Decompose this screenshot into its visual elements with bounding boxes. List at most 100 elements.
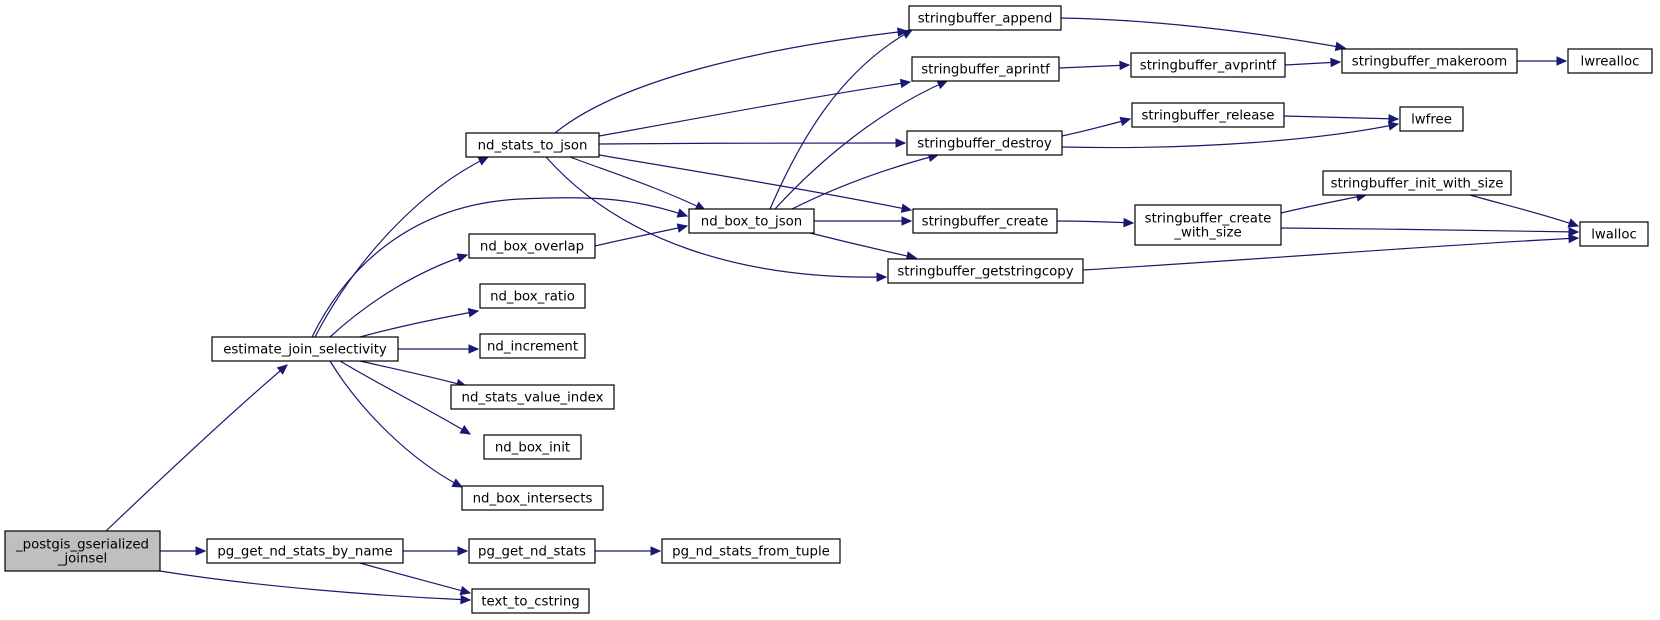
- node-label: nd_box_to_json: [701, 215, 802, 230]
- edge-stringbuffer_makeroom-to-lwrealloc: [1517, 56, 1568, 66]
- node-stringbuffer_release[interactable]: stringbuffer_release: [1131, 102, 1285, 128]
- node-stringbuffer_create[interactable]: stringbuffer_create: [912, 208, 1058, 234]
- node-lwrealloc[interactable]: lwrealloc: [1567, 48, 1653, 74]
- node-box: [887, 258, 1084, 284]
- edge-nd_stats_to_json-to-nd_box_to_json: [569, 156, 707, 211]
- arrowhead: [459, 425, 472, 435]
- node-box: [483, 434, 582, 460]
- edge-stringbuffer_destroy-to-lwfree: [1061, 121, 1400, 149]
- node-box: [1341, 48, 1518, 74]
- edge-stringbuffer_avprintf-to-stringbuffer_makeroom: [1284, 57, 1342, 68]
- edge-nd_stats_to_json-to-stringbuffer_create: [598, 154, 913, 213]
- node-box: [465, 132, 600, 158]
- node-label: stringbuffer_append: [918, 12, 1053, 27]
- node-pg_get_nd_stats[interactable]: pg_get_nd_stats: [468, 538, 596, 564]
- node-stringbuffer_getstringcopy[interactable]: stringbuffer_getstringcopy: [887, 258, 1084, 284]
- edge-nd_box_to_json-to-stringbuffer_getstringcopy: [809, 232, 918, 261]
- edge-pg_get_nd_stats-to-pg_nd_stats_from_tuple: [595, 546, 662, 556]
- arrowhead: [900, 203, 913, 213]
- node-box: [1131, 102, 1285, 128]
- arrowhead: [936, 80, 949, 90]
- node-nd_box_ratio[interactable]: nd_box_ratio: [479, 283, 586, 309]
- node-box: [471, 588, 590, 614]
- node-box: [661, 538, 841, 564]
- arrowhead: [676, 208, 689, 218]
- node-label: _postgis_gserialized: [15, 538, 149, 553]
- node-postgis_joinsel[interactable]: _postgis_gserialized_joinsel: [4, 530, 161, 572]
- node-label: stringbuffer_destroy: [917, 137, 1052, 152]
- node-label: nd_box_init: [495, 441, 570, 456]
- edge-stringbuffer_init_with_size-to-lwalloc: [1469, 194, 1580, 228]
- node-stringbuffer_destroy[interactable]: stringbuffer_destroy: [906, 130, 1063, 156]
- node-pg_get_nd_stats_by_name[interactable]: pg_get_nd_stats_by_name: [206, 538, 404, 564]
- edge-nd_stats_to_json-to-stringbuffer_aprintf: [598, 78, 912, 137]
- edge-nd_stats_to_json-to-stringbuffer_destroy: [598, 138, 907, 148]
- node-box: [688, 208, 815, 234]
- edge-pg_get_nd_stats_by_name-to-pg_get_nd_stats: [403, 546, 469, 556]
- node-label: estimate_join_selectivity: [223, 343, 387, 358]
- node-label: pg_get_nd_stats_by_name: [217, 545, 392, 560]
- edge-postgis_joinsel-to-pg_get_nd_stats_by_name: [160, 546, 207, 556]
- node-label: stringbuffer_makeroom: [1352, 55, 1507, 70]
- arrowhead: [876, 272, 888, 282]
- edge-stringbuffer_append-to-stringbuffer_makeroom: [1060, 17, 1347, 52]
- node-pg_nd_stats_from_tuple[interactable]: pg_nd_stats_from_tuple: [661, 538, 841, 564]
- edge-estimate_join_selectivity-to-nd_box_init: [339, 360, 472, 435]
- node-label: stringbuffer_avprintf: [1140, 59, 1277, 74]
- arrowhead: [1568, 227, 1580, 237]
- node-nd_box_to_json[interactable]: nd_box_to_json: [688, 208, 815, 234]
- node-label: stringbuffer_aprintf: [921, 63, 1050, 78]
- node-stringbuffer_create_with_size[interactable]: stringbuffer_create_with_size: [1134, 204, 1282, 246]
- edge-estimate_join_selectivity-to-nd_stats_value_index: [359, 360, 468, 389]
- node-nd_box_overlap[interactable]: nd_box_overlap: [468, 233, 596, 259]
- node-box: [450, 384, 615, 410]
- node-box: [479, 283, 586, 309]
- arrowhead: [477, 156, 490, 166]
- edge-estimate_join_selectivity-to-nd_increment: [398, 344, 480, 354]
- node-box: [1130, 52, 1286, 78]
- node-box: [1322, 170, 1512, 196]
- edge-postgis_joinsel-to-estimate_join_selectivity: [105, 364, 288, 532]
- node-box: [461, 485, 604, 511]
- edge-estimate_join_selectivity-to-nd_box_overlap: [329, 253, 469, 338]
- node-label: nd_stats_to_json: [478, 139, 588, 154]
- edge-stringbuffer_release-to-lwfree: [1283, 113, 1400, 124]
- node-nd_box_intersects[interactable]: nd_box_intersects: [461, 485, 604, 511]
- node-stringbuffer_makeroom[interactable]: stringbuffer_makeroom: [1341, 48, 1518, 74]
- arrowhead: [1119, 116, 1132, 127]
- arrowhead: [276, 364, 288, 375]
- arrowhead: [901, 216, 913, 226]
- node-stringbuffer_append[interactable]: stringbuffer_append: [908, 5, 1062, 31]
- node-nd_stats_to_json[interactable]: nd_stats_to_json: [465, 132, 600, 158]
- node-label: _joinsel: [57, 552, 107, 567]
- node-box: [1567, 48, 1653, 74]
- node-text_to_cstring[interactable]: text_to_cstring: [471, 588, 590, 614]
- node-box: [908, 5, 1062, 31]
- node-stringbuffer_init_with_size[interactable]: stringbuffer_init_with_size: [1322, 170, 1512, 196]
- node-box: [912, 208, 1058, 234]
- node-stringbuffer_avprintf[interactable]: stringbuffer_avprintf: [1130, 52, 1286, 78]
- node-nd_box_init[interactable]: nd_box_init: [483, 434, 582, 460]
- node-label: text_to_cstring: [481, 595, 579, 610]
- edge-stringbuffer_destroy-to-stringbuffer_release: [1061, 116, 1132, 137]
- node-box: [206, 538, 404, 564]
- edge-estimate_join_selectivity-to-nd_box_intersects: [329, 360, 464, 488]
- node-lwfree[interactable]: lwfree: [1399, 106, 1464, 132]
- node-box: [1579, 221, 1649, 247]
- node-box: [1399, 106, 1464, 132]
- edge-nd_stats_to_json-to-stringbuffer_getstringcopy: [545, 156, 888, 282]
- edge-stringbuffer_create_with_size-to-stringbuffer_init_with_size: [1280, 192, 1368, 214]
- node-stringbuffer_aprintf[interactable]: stringbuffer_aprintf: [911, 56, 1060, 82]
- node-estimate_join_selectivity[interactable]: estimate_join_selectivity: [211, 336, 399, 362]
- edge-pg_get_nd_stats_by_name-to-text_to_cstring: [359, 562, 472, 596]
- arrowhead: [460, 594, 472, 605]
- node-nd_increment[interactable]: nd_increment: [479, 333, 586, 359]
- arrowhead: [901, 29, 914, 39]
- node-label: nd_box_intersects: [473, 492, 593, 507]
- arrowhead: [456, 253, 469, 263]
- node-nd_stats_value_index[interactable]: nd_stats_value_index: [450, 384, 615, 410]
- node-lwalloc[interactable]: lwalloc: [1579, 221, 1649, 247]
- node-label: nd_box_ratio: [490, 290, 575, 305]
- node-box: [1134, 204, 1282, 246]
